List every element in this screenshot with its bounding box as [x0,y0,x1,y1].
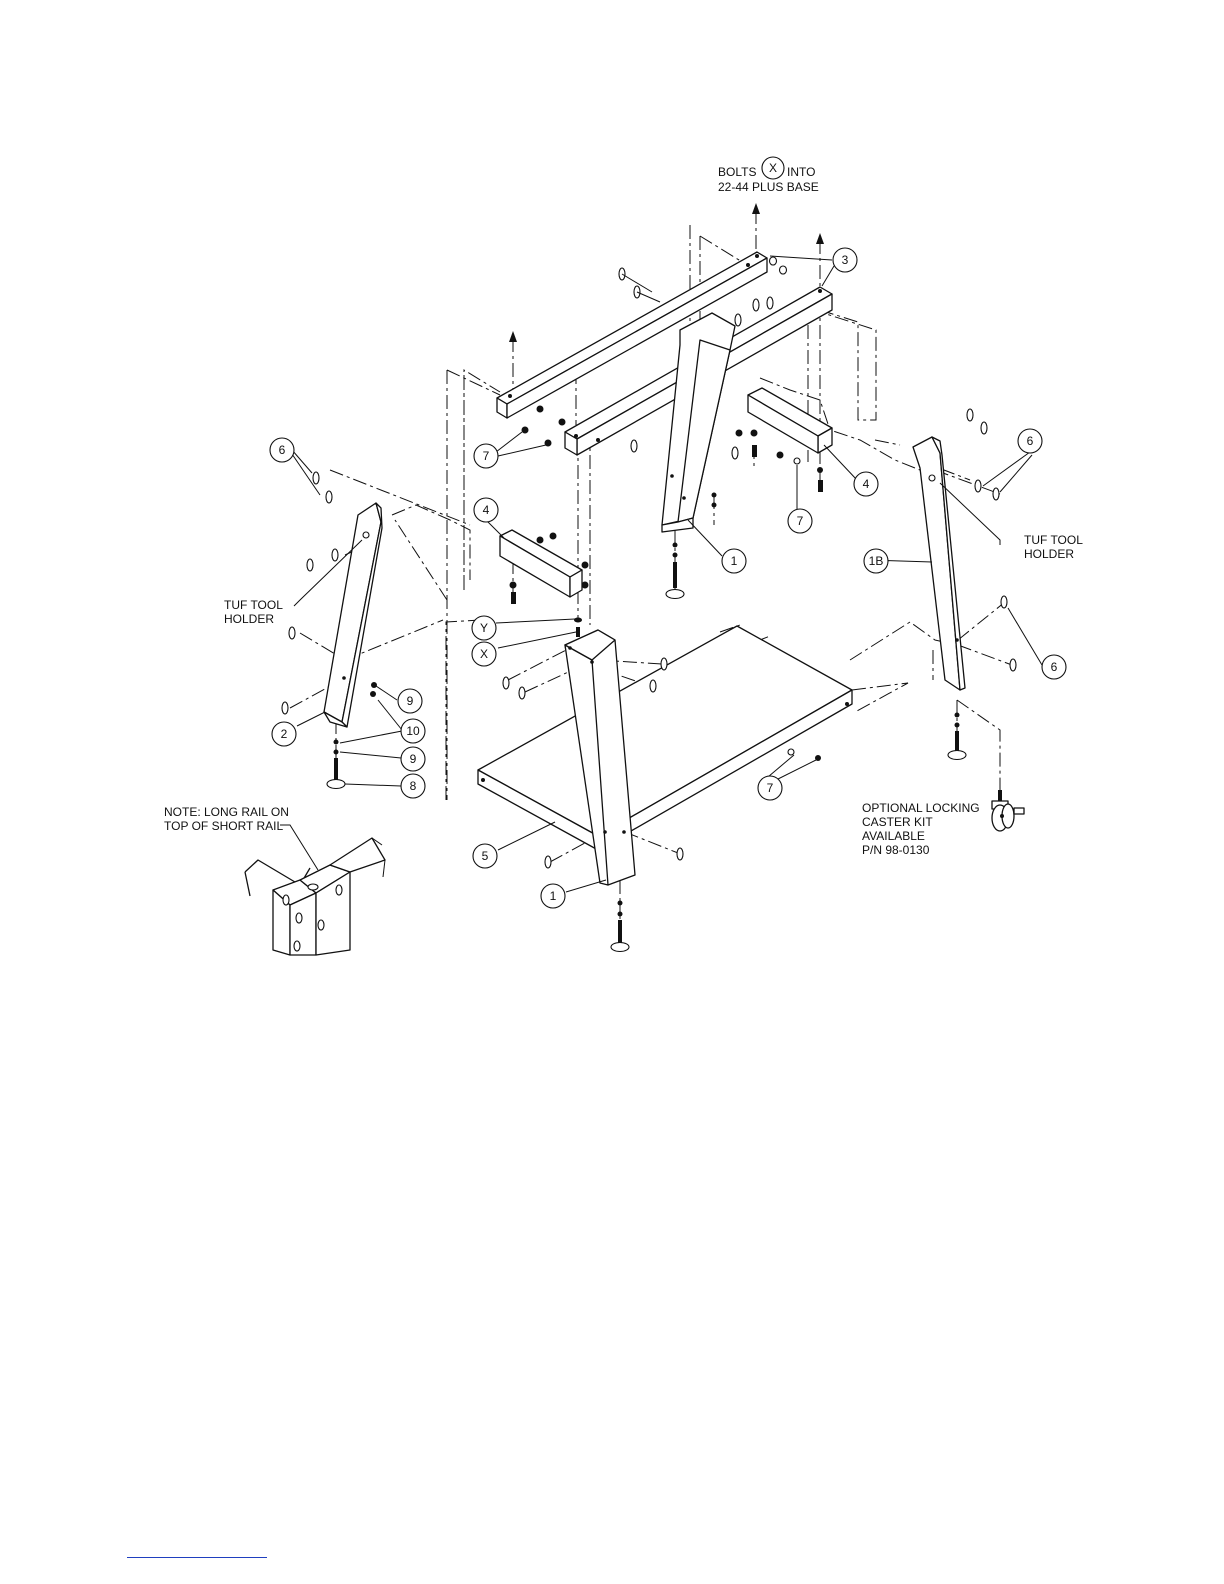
svg-text:X: X [769,161,777,175]
callout-4-left: 4 [474,498,498,522]
svg-text:8: 8 [410,779,417,793]
callout-4-right: 4 [854,472,878,496]
svg-text:TUF TOOL: TUF TOOL [224,598,283,612]
svg-text:Y: Y [480,621,488,635]
footer-rule [127,1557,267,1558]
callout-1-front: 1 [541,884,565,908]
callout-6-right: 6 [1018,429,1042,453]
rail-detail-view [245,838,385,955]
svg-text:1B: 1B [869,554,884,568]
svg-text:HOLDER: HOLDER [224,612,274,626]
svg-text:OPTIONAL LOCKING: OPTIONAL LOCKING [862,801,980,815]
callout-9-upper: 9 [398,689,422,713]
tuf-tool-holder-right-label: TUF TOOL HOLDER [1024,533,1083,561]
caster-note: OPTIONAL LOCKING CASTER KIT AVAILABLE P/… [862,801,980,857]
callout-6-top-left: 6 [270,438,294,462]
svg-text:5: 5 [482,849,489,863]
svg-text:6: 6 [279,443,286,457]
svg-text:NOTE: LONG RAIL ON: NOTE: LONG RAIL ON [164,805,289,819]
top-note: BOLTS X INTO 22-44 PLUS BASE [718,157,819,194]
callout-3: 3 [833,248,857,272]
svg-text:22-44 PLUS BASE: 22-44 PLUS BASE [718,180,819,194]
svg-text:7: 7 [797,514,804,528]
svg-text:4: 4 [863,477,870,491]
callout-2: 2 [272,722,296,746]
svg-text:7: 7 [767,781,774,795]
top-rails [497,252,832,597]
svg-text:4: 4 [483,503,490,517]
svg-text:9: 9 [410,752,417,766]
svg-text:AVAILABLE: AVAILABLE [862,829,925,843]
svg-text:10: 10 [406,724,420,738]
svg-text:6: 6 [1051,660,1058,674]
callout-7-left: 7 [474,444,498,468]
rail-note: NOTE: LONG RAIL ON TOP OF SHORT RAIL [164,805,289,833]
svg-text:CASTER KIT: CASTER KIT [862,815,933,829]
callout-8: 8 [401,774,425,798]
callout-9-lower: 9 [401,747,425,771]
svg-text:BOLTS: BOLTS [718,165,756,179]
tuf-tool-holder-left-label: TUF TOOL HOLDER [224,598,283,626]
svg-text:HOLDER: HOLDER [1024,547,1074,561]
callout-7-bottom: 7 [758,776,782,800]
svg-text:1: 1 [550,889,557,903]
svg-text:3: 3 [842,253,849,267]
svg-text:TOP OF SHORT RAIL: TOP OF SHORT RAIL [164,819,283,833]
svg-text:1: 1 [731,554,738,568]
svg-text:6: 6 [1027,434,1034,448]
svg-text:TUF TOOL: TUF TOOL [1024,533,1083,547]
callout-1-center: 1 [722,549,746,573]
callout-10: 10 [401,719,425,743]
svg-text:2: 2 [281,727,288,741]
svg-text:INTO: INTO [787,165,815,179]
svg-text:P/N 98-0130: P/N 98-0130 [862,843,930,857]
svg-text:9: 9 [407,694,414,708]
svg-text:X: X [480,647,488,661]
callout-7-right: 7 [788,509,812,533]
callout-1b: 1B [864,549,888,573]
callout-6-right-lower: 6 [1042,655,1066,679]
callout-5: 5 [473,844,497,868]
svg-text:7: 7 [483,449,490,463]
callout-x: X [472,642,496,666]
locking-caster-icon [992,790,1024,831]
callout-y: Y [472,616,496,640]
